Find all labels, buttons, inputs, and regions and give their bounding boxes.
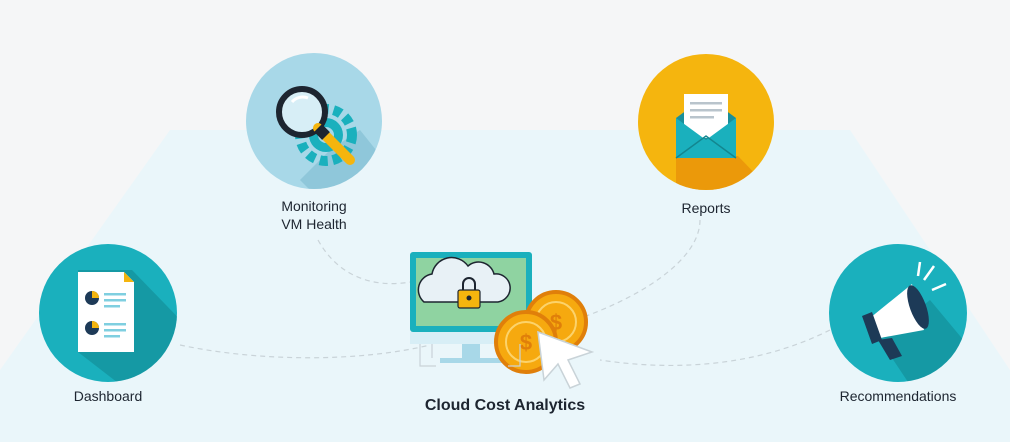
center-label: Cloud Cost Analytics: [424, 397, 586, 414]
cursor-icon: [537, 330, 595, 389]
svg-text:$: $: [520, 330, 532, 355]
connector-reports: [559, 219, 701, 326]
node-reports: [638, 54, 774, 190]
node-recommendations: [829, 244, 967, 382]
node-label-monitoring: Monitoring VM Health: [281, 198, 347, 232]
envelope-letter-icon: [675, 94, 737, 159]
megaphone-icon: [862, 261, 947, 360]
cloud-cost-monitor-icon: $ $: [410, 252, 595, 389]
dashboard-report-icon: [78, 272, 134, 352]
magnifier-gear-icon: [276, 86, 357, 166]
node-label-reports: Reports: [681, 200, 731, 216]
node-label-recommendations: Recommendations: [839, 388, 957, 404]
connector-dashboard: [179, 344, 431, 359]
connector-recommendations: [599, 329, 831, 367]
coin-icon: $ $: [494, 290, 588, 374]
node-label-dashboard: Dashboard: [73, 388, 143, 404]
